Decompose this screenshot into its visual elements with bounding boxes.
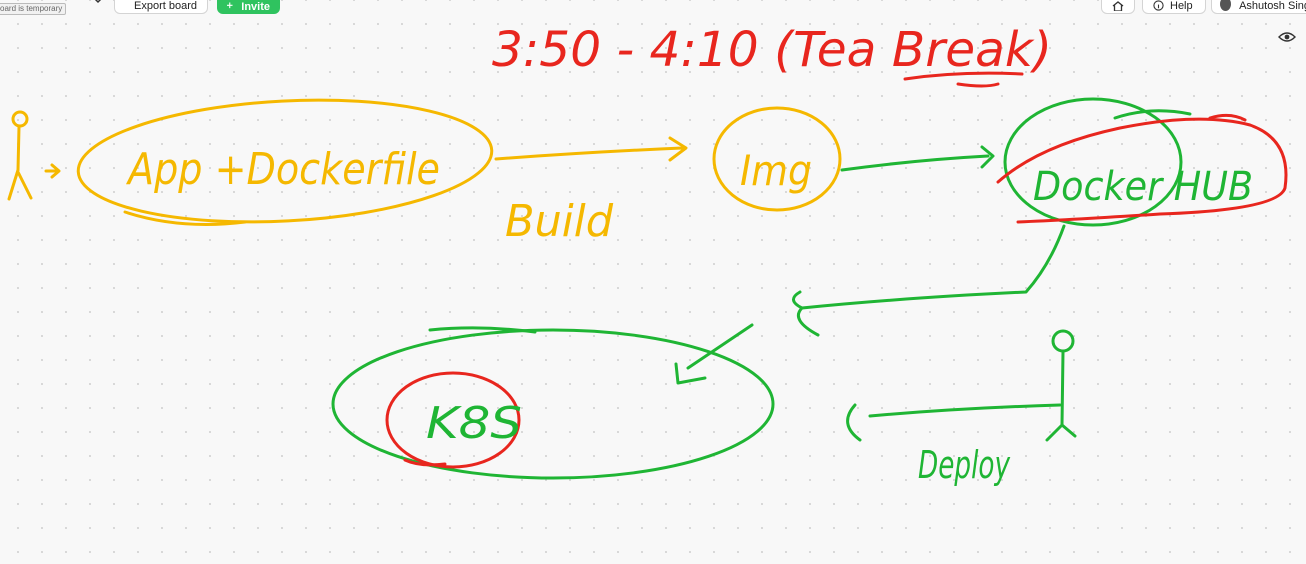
chevron-down-icon[interactable] <box>92 0 104 6</box>
app-dockerfile-label: App +Dockerfile <box>125 144 440 195</box>
developer-stick-figure <box>7 110 33 201</box>
k8s-cluster-ellipse <box>331 328 775 480</box>
app-ellipse-tail <box>123 210 247 226</box>
title-underline <box>903 71 1024 81</box>
user-name: Ashutosh Sing <box>1239 0 1306 12</box>
help-label: Help <box>1170 0 1193 12</box>
add-user-icon <box>227 2 233 9</box>
push-arrow <box>840 145 995 172</box>
pull-arrow <box>792 224 1066 337</box>
user-menu-button[interactable]: Ashutosh Sing <box>1211 0 1306 14</box>
deploy-arrow <box>846 403 1062 442</box>
eye-icon[interactable] <box>1278 30 1296 44</box>
ops-stick-figure <box>1045 329 1077 442</box>
figure-arrow <box>44 163 61 179</box>
pull-arrowhead <box>674 323 754 385</box>
top-toolbar: oard is temporary Export board Invite He… <box>0 0 1306 16</box>
app-ellipse <box>76 98 494 224</box>
invite-label: Invite <box>241 1 270 13</box>
image-ellipse <box>712 106 842 212</box>
docker-hub-green-stroke <box>1113 109 1192 120</box>
build-label: Build <box>505 196 614 247</box>
export-board-label: Export board <box>134 0 197 12</box>
title-underline-2 <box>956 82 1000 88</box>
docker-hub-green-ellipse <box>1003 97 1183 227</box>
temporary-board-notice: oard is temporary <box>0 3 67 15</box>
invite-button[interactable]: Invite <box>217 0 280 14</box>
title-text: 3:50 - 4:10 (Tea Break) <box>492 22 1052 78</box>
k8s-red-circle <box>385 371 521 469</box>
docker-hub-red-outline <box>996 117 1288 224</box>
image-label: Img <box>740 146 812 195</box>
avatar <box>1220 0 1232 11</box>
k8s-red-stroke <box>403 458 447 467</box>
k8s-cluster-stroke <box>428 326 537 334</box>
home-button[interactable] <box>1101 0 1135 14</box>
docker-hub-red-stroke <box>1208 113 1247 122</box>
deploy-label: Deploy <box>918 443 1010 487</box>
help-button[interactable]: Help <box>1142 0 1206 14</box>
build-arrow <box>494 136 688 162</box>
export-board-button[interactable]: Export board <box>114 0 208 14</box>
k8s-label: K8S <box>426 398 522 449</box>
title-annotation: 3:50 - 4:10 (Tea Break) <box>492 22 1052 88</box>
home-icon <box>1112 1 1124 11</box>
docker-hub-label: Docker HUB <box>1033 164 1253 210</box>
help-circle-icon <box>1153 0 1164 11</box>
